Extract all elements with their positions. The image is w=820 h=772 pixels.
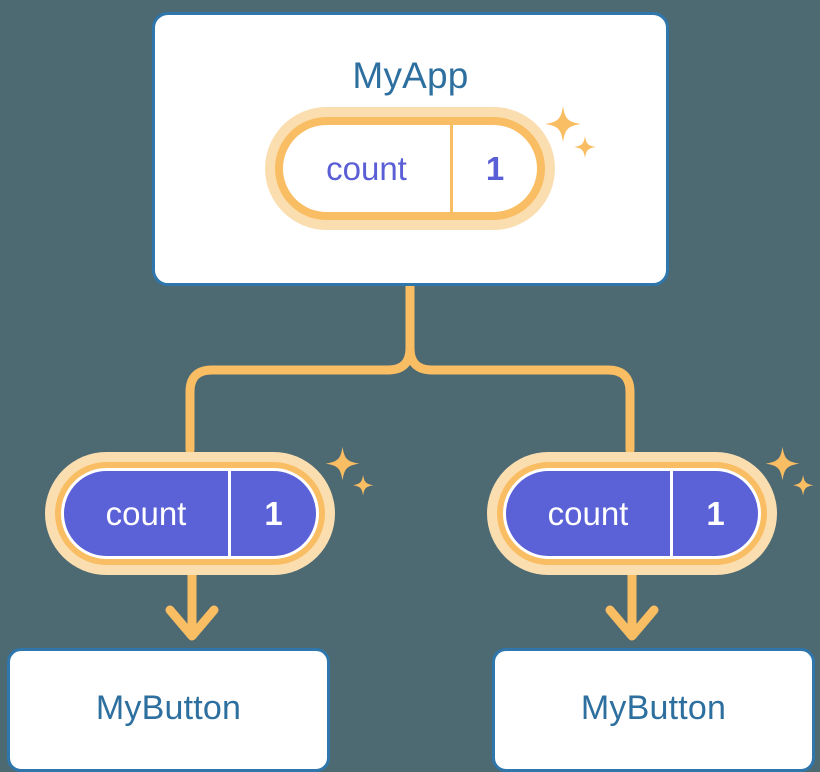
component-title-right: MyButton	[580, 689, 727, 727]
state-pill-child-right[interactable]: count 1	[487, 452, 777, 575]
state-key-label: count	[283, 125, 453, 212]
component-title-left: MyButton	[95, 689, 242, 727]
state-key-label: count	[506, 471, 673, 556]
pill-inner: count 1	[283, 125, 537, 212]
connector-right-branch	[405, 281, 635, 455]
pill-inner: count 1	[61, 468, 319, 559]
state-value-label: 1	[264, 494, 283, 532]
component-card-mybutton-right[interactable]: MyButton	[492, 648, 815, 772]
component-card-mybutton-left[interactable]: MyButton	[7, 648, 330, 772]
state-value-label: 1	[485, 149, 505, 187]
pill-inner: count 1	[503, 468, 761, 559]
state-value-label: 1	[706, 494, 725, 532]
state-key-label: count	[64, 471, 231, 556]
state-pill-child-left[interactable]: count 1	[45, 452, 335, 575]
sparkle-icon-right	[765, 446, 814, 496]
arrow-down-icon-right	[605, 605, 659, 641]
sparkle-icon-root	[545, 106, 596, 158]
arrow-down-icon-left	[165, 605, 219, 641]
connector-left-branch	[185, 281, 415, 455]
sparkle-icon-left	[325, 446, 374, 496]
page-title: MyApp	[352, 55, 469, 96]
state-pill-root[interactable]: count 1	[265, 107, 555, 230]
